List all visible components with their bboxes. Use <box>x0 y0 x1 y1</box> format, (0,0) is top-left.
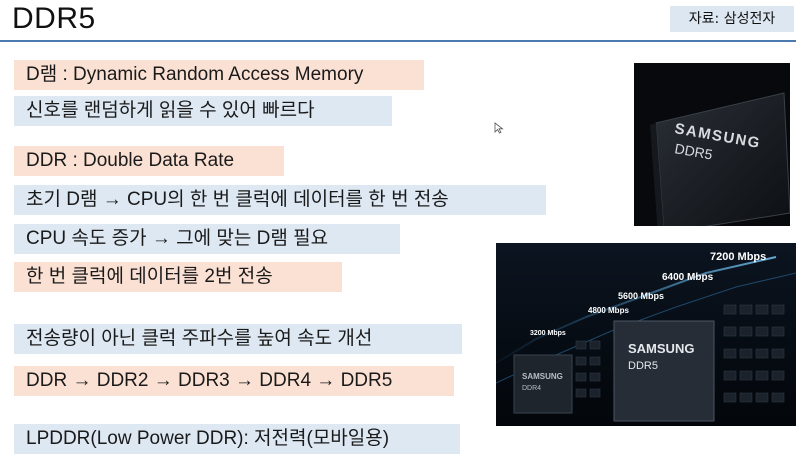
speed-4800: 4800 Mbps <box>588 306 629 315</box>
speed-6400: 6400 Mbps <box>662 272 714 283</box>
speed-3200: 3200 Mbps <box>530 330 566 337</box>
bullet-dram-random-access: 신호를 랜덤하게 읽을 수 있어 빠르다 <box>14 96 392 126</box>
bullet-dram-definition: D램 : Dynamic Random Access Memory <box>14 60 424 90</box>
bullet-ddr-generations: DDR → DDR2 → DDR3 → DDR4 → DDR5 <box>14 366 454 396</box>
title-rule <box>0 40 796 42</box>
bullet-early-dram: 초기 D램 → CPU의 한 번 클럭에 데이터를 한 번 전송 <box>14 185 546 215</box>
photo1-model: DDR5 <box>673 140 714 162</box>
bullet-cpu-speed: CPU 속도 증가 → 그에 맞는 D램 필요 <box>14 224 400 254</box>
mouse-cursor-icon <box>494 122 504 134</box>
chip-ddr5-brand: SAMSUNG <box>628 341 694 356</box>
chip-ddr4-brand: SAMSUNG <box>522 372 563 381</box>
bullet-clock-frequency: 전송량이 아닌 클럭 주파수를 높여 속도 개선 <box>14 324 462 354</box>
bullet-double-transfer: 한 번 클럭에 데이터를 2번 전송 <box>14 262 342 292</box>
source-label: 자료: 삼성전자 <box>670 6 794 32</box>
ddr5-chip-photo: SAMSUNG DDR5 <box>634 63 790 226</box>
chip-ddr4-model: DDR4 <box>522 385 541 392</box>
bullet-lpddr: LPDDR(Low Power DDR): 저전력(모바일용) <box>14 424 460 454</box>
bullet-ddr-definition: DDR : Double Data Rate <box>14 146 284 176</box>
speed-5600: 5600 Mbps <box>618 291 664 301</box>
page-title: DDR5 <box>12 2 96 35</box>
ddr-speed-photo: 7200 Mbps 6400 Mbps 5600 Mbps 4800 Mbps … <box>496 243 796 426</box>
chip-ddr5-model: DDR5 <box>628 360 658 372</box>
speed-7200: 7200 Mbps <box>710 251 766 263</box>
